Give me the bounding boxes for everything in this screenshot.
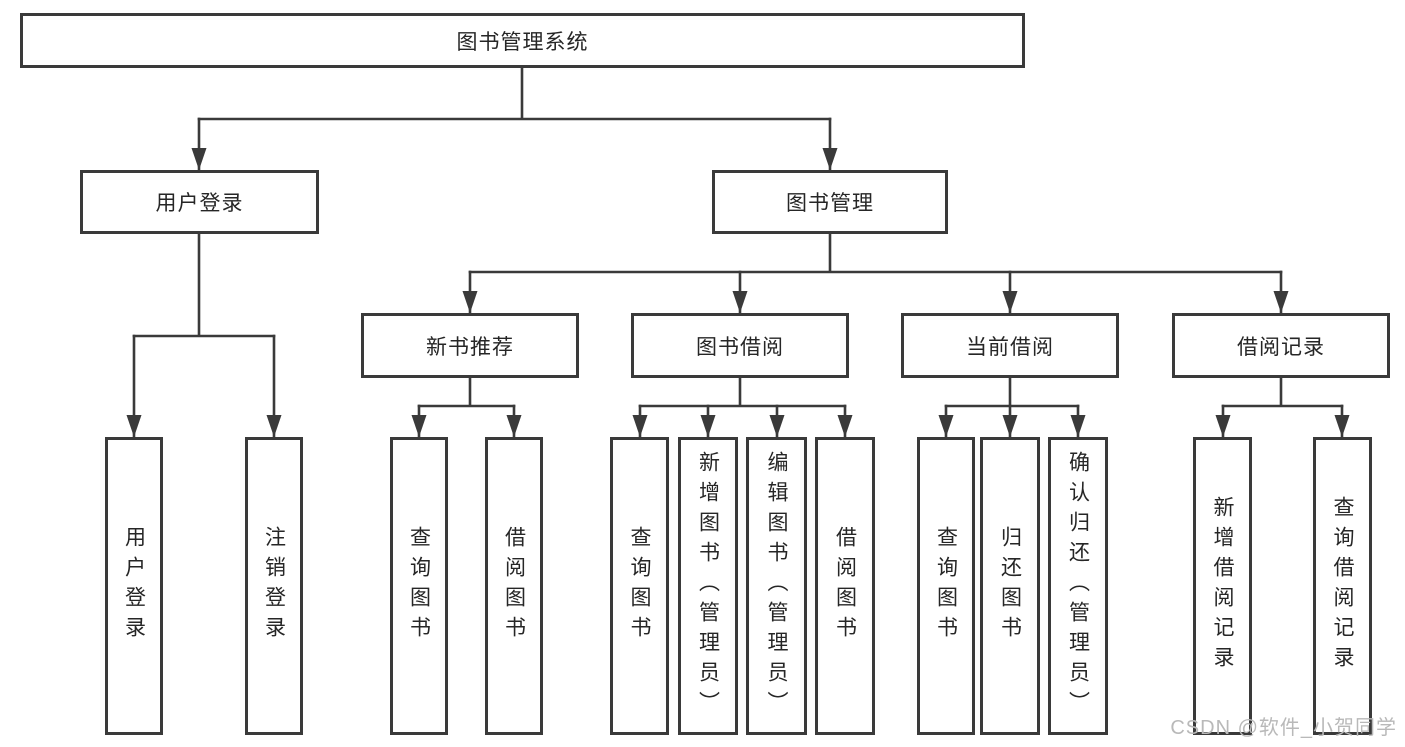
node-current-borrow: 当前借阅	[901, 313, 1119, 378]
leaf-borrow-add-books-admin-label: 新增图书（管理员）	[696, 451, 720, 721]
leaf-newrec-borrow-books-label: 借阅图书	[502, 526, 526, 646]
leaf-user-login: 用户登录	[105, 437, 163, 735]
connector-book-borrow-children	[632, 376, 853, 439]
leaf-current-confirm-return-admin-label: 确认归还（管理员）	[1066, 451, 1090, 721]
node-book-borrow-label: 图书借阅	[696, 335, 784, 359]
leaf-record-query-borrow-record-label: 查询借阅记录	[1331, 496, 1354, 676]
node-root-label: 图书管理系统	[456, 30, 589, 54]
leaf-newrec-query-books-label: 查询图书	[407, 526, 431, 646]
leaf-newrec-query-books: 查询图书	[390, 437, 448, 735]
leaf-record-add-borrow-record-label: 新增借阅记录	[1211, 496, 1234, 676]
leaf-borrow-borrow-books-label: 借阅图书	[833, 526, 857, 646]
leaf-logout-label: 注销登录	[262, 526, 286, 646]
leaf-newrec-borrow-books: 借阅图书	[485, 437, 543, 735]
leaf-current-return-books: 归还图书	[980, 437, 1040, 735]
connector-book-management-children	[462, 232, 1289, 315]
leaf-borrow-edit-books-admin-label: 编辑图书（管理员）	[765, 451, 788, 721]
node-new-book-recommend: 新书推荐	[361, 313, 579, 378]
connector-borrow-record-children	[1215, 376, 1350, 439]
leaf-current-return-books-label: 归还图书	[998, 526, 1022, 646]
node-user-login: 用户登录	[80, 170, 319, 234]
node-book-management: 图书管理	[712, 170, 948, 234]
leaf-record-add-borrow-record: 新增借阅记录	[1193, 437, 1252, 735]
connector-new-book-children	[411, 376, 522, 439]
leaf-logout: 注销登录	[245, 437, 303, 735]
node-book-borrow: 图书借阅	[631, 313, 849, 378]
connector-user-login-children	[126, 232, 282, 439]
leaf-user-login-label: 用户登录	[122, 526, 146, 646]
csdn-watermark: CSDN @软件_小贺同学	[1170, 717, 1397, 739]
leaf-current-confirm-return-admin: 确认归还（管理员）	[1048, 437, 1108, 735]
node-book-management-label: 图书管理	[786, 192, 874, 215]
node-borrow-records-label: 借阅记录	[1237, 335, 1325, 359]
leaf-borrow-query-books: 查询图书	[610, 437, 669, 735]
node-borrow-records: 借阅记录	[1172, 313, 1390, 378]
node-user-login-label: 用户登录	[155, 192, 244, 215]
connector-current-borrow-children	[938, 376, 1086, 439]
connector-root-to-level2	[191, 66, 838, 172]
node-new-book-recommend-label: 新书推荐	[426, 335, 514, 359]
leaf-borrow-edit-books-admin: 编辑图书（管理员）	[746, 437, 807, 735]
leaf-borrow-query-books-label: 查询图书	[628, 526, 651, 646]
node-root-system: 图书管理系统	[20, 13, 1025, 68]
leaf-borrow-add-books-admin: 新增图书（管理员）	[678, 437, 738, 735]
leaf-borrow-borrow-books: 借阅图书	[815, 437, 875, 735]
leaf-current-query-books-label: 查询图书	[934, 526, 958, 646]
leaf-record-query-borrow-record: 查询借阅记录	[1313, 437, 1372, 735]
node-current-borrow-label: 当前借阅	[966, 335, 1054, 359]
leaf-current-query-books: 查询图书	[917, 437, 975, 735]
